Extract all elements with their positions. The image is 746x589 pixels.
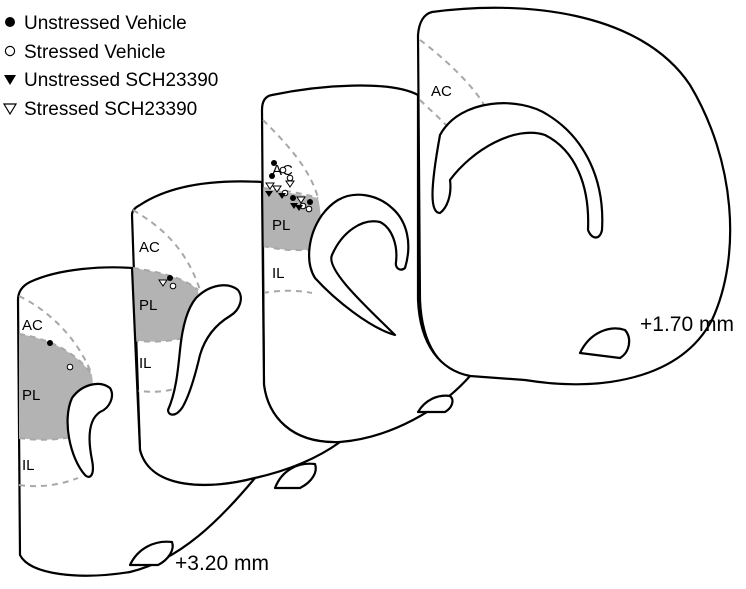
section-1-outline	[16, 266, 257, 577]
brain-section-1: AC PL IL +3.20 mm	[16, 266, 269, 577]
section-3-ventricle	[308, 193, 410, 337]
legend-label: Stressed Vehicle	[24, 42, 166, 63]
marker-unstressed-vehicle	[307, 199, 313, 205]
filled-circle-icon	[5, 17, 15, 27]
marker-stressed-sch23390	[285, 180, 295, 188]
legend-label: Unstressed Vehicle	[24, 13, 187, 34]
section-3-divider-lower	[262, 245, 319, 252]
section-4-region-AC: AC	[431, 83, 452, 100]
marker-unstressed-sch23390	[265, 191, 273, 197]
section-3-divider-bottom	[262, 289, 313, 294]
section-1-divider-mid	[18, 333, 93, 376]
section-2-small-hole	[273, 462, 317, 490]
marker-stressed-sch23390	[272, 185, 282, 193]
section-2-region-IL: IL	[139, 355, 152, 372]
section-1-region-PL: PL	[22, 387, 40, 404]
brain-section-2: AC PL IL	[130, 180, 342, 490]
legend-item-stressed-sch23390: Stressed SCH23390	[2, 99, 197, 120]
section-1-divider-bottom	[18, 477, 79, 488]
marker-unstressed-vehicle	[167, 275, 173, 281]
marker-stressed-vehicle	[169, 282, 177, 290]
section-2-ventricle	[166, 284, 242, 416]
section-2-divider-lower	[132, 335, 193, 343]
marker-unstressed-vehicle	[290, 195, 296, 201]
section-2-region-AC: AC	[139, 239, 160, 256]
marker-stressed-sch23390	[265, 182, 275, 190]
section-4-ventricle	[431, 102, 604, 239]
section-3-divider-upper	[262, 119, 319, 199]
section-2-region-PL: PL	[139, 297, 157, 314]
brain-section-4: AC +1.70 mm	[416, 6, 734, 386]
section-1-coordinate: +3.20 mm	[175, 552, 269, 575]
marker-stressed-vehicle	[286, 174, 294, 182]
legend: Unstressed Vehicle Stressed Vehicle Unst…	[2, 13, 218, 120]
marker-stressed-vehicle	[279, 166, 287, 174]
marker-unstressed-sch23390	[295, 205, 303, 211]
marker-unstressed-vehicle	[47, 340, 53, 346]
section-4-small-hole	[578, 327, 631, 360]
filled-triangle-down-icon	[4, 75, 16, 85]
marker-unstressed-vehicle	[269, 173, 275, 179]
marker-unstressed-sch23390	[278, 193, 286, 199]
section-1-ventricle	[66, 382, 114, 478]
marker-stressed-vehicle	[305, 205, 313, 213]
section-4-divider-upper	[419, 39, 489, 113]
section-2-prelimbic-area	[133, 268, 199, 342]
marker-unstressed-vehicle	[271, 160, 277, 166]
section-3-divider-mid	[262, 187, 319, 199]
open-circle-icon	[4, 45, 16, 57]
marker-stressed-vehicle	[66, 363, 74, 371]
section-3-region-IL: IL	[272, 265, 285, 282]
legend-item-unstressed-vehicle: Unstressed Vehicle	[5, 13, 187, 34]
section-4-coordinate: +1.70 mm	[640, 313, 734, 336]
section-1-region-IL: IL	[22, 457, 35, 474]
placement-markers	[47, 160, 313, 371]
marker-stressed-sch23390	[158, 279, 168, 287]
legend-item-unstressed-sch23390: Unstressed SCH23390	[4, 70, 218, 91]
section-3-region-PL: PL	[272, 217, 290, 234]
legend-label: Unstressed SCH23390	[24, 70, 218, 91]
section-2-divider-upper	[132, 209, 201, 291]
section-3-small-hole	[416, 394, 454, 414]
marker-unstressed-sch23390	[290, 203, 298, 209]
brain-section-3: PL IL AC	[260, 84, 472, 444]
legend-label: Stressed SCH23390	[24, 99, 197, 120]
section-4-outline	[416, 6, 732, 386]
legend-item-stressed-vehicle: Stressed Vehicle	[4, 42, 166, 63]
marker-stressed-sch23390	[296, 196, 306, 204]
section-1-small-hole	[128, 540, 174, 567]
section-1-region-AC: AC	[22, 317, 43, 334]
section-3-prelimbic-area	[263, 188, 321, 251]
open-triangle-down-icon	[2, 103, 18, 116]
